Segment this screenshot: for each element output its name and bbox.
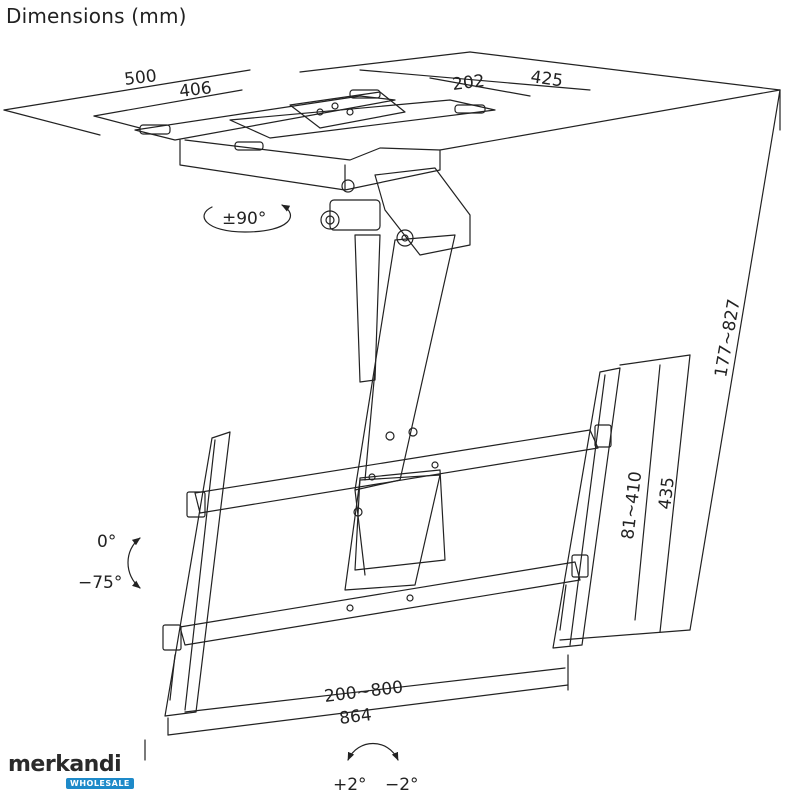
horizontal-bars [179,429,599,646]
brand-logo: merkandi WHOLESALE [8,752,134,789]
page-title: Dimensions (mm) [6,4,187,28]
bottom-dimension-lines [144,654,569,761]
tilt-upper-label: 0° [97,532,116,552]
dim-plate-height-label: 435 [655,476,679,511]
right-vertical-rail [552,367,621,649]
dim-425-label: 425 [529,67,564,91]
level-minus-label: −2° [385,775,419,795]
dim-height-label: 177~827 [711,297,744,378]
pivot-motor [320,179,414,247]
swivel-arrow [203,204,292,233]
dim-202-label: 202 [451,71,486,95]
ceiling-bracket [179,139,471,256]
dim-406-label: 406 [178,78,213,102]
tilt-arrow [127,537,141,589]
height-dimension-lines [559,89,781,641]
dim-total-width-label: 864 [338,705,373,729]
level-arrow [347,743,399,761]
dim-vesa-vertical-label: 81~410 [618,470,646,540]
left-vertical-rail [162,431,231,717]
dim-500-label: 500 [123,66,158,90]
brand-tagline-badge: WHOLESALE [66,778,134,789]
swivel-label: ±90° [222,209,266,229]
brand-name: merkandi [8,752,122,777]
level-plus-label: +2° [333,775,367,795]
telescopic-column [344,234,456,591]
ceiling-plate [134,89,496,151]
tilt-lower-label: −75° [78,573,122,593]
dim-vesa-horizontal-label: 200~800 [323,677,404,706]
top-dimension-lines [3,51,781,151]
